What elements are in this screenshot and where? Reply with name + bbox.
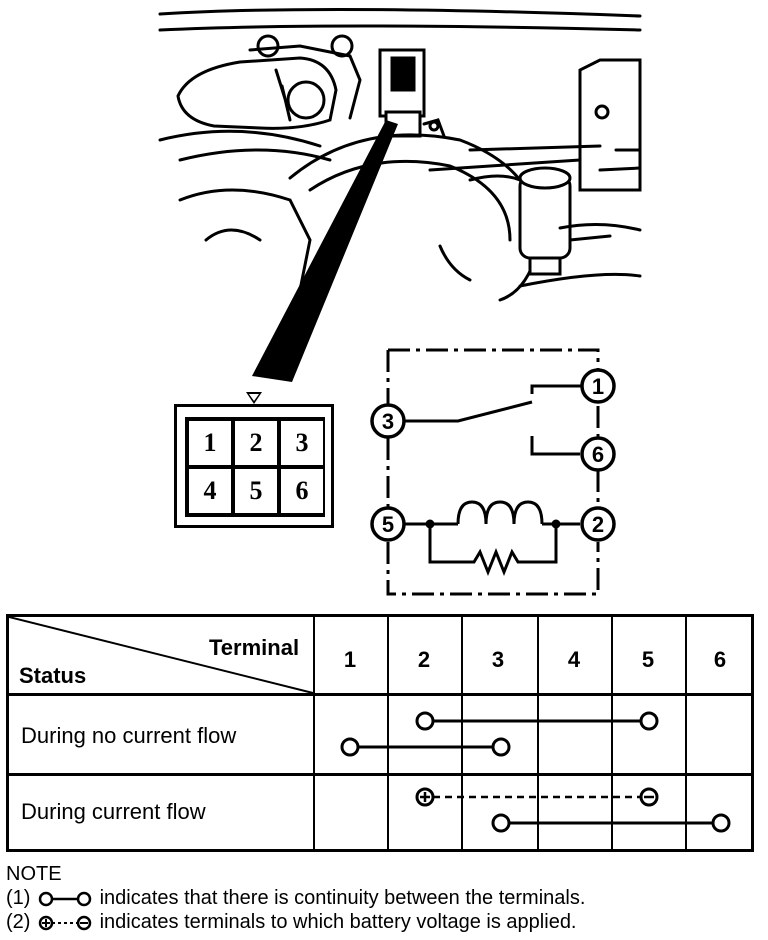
relay-connector: 1 2 3 4 5 6 (174, 404, 334, 528)
table-divider (537, 617, 539, 849)
connector-pin-5: 5 (233, 467, 279, 515)
connector-housing: 1 2 3 4 5 6 (185, 417, 325, 517)
continuity-symbol-icon (38, 891, 92, 906)
table-symbols (9, 617, 731, 833)
table-divider (313, 617, 315, 849)
note-2-text: indicates terminals to which battery vol… (99, 911, 577, 933)
connector-pin-3: 3 (279, 419, 325, 467)
note-2-prefix: (2) (6, 911, 31, 933)
note-line-2: (2) indicates terminals to which battery… (6, 910, 585, 934)
note-line-1: (1) indicates that there is continuity b… (6, 886, 585, 910)
column-header-6: 6 (713, 647, 727, 672)
relay-location-illustration: 1 3 6 5 2 (158, 7, 642, 596)
connector-latch-icon (246, 392, 262, 404)
connector-pin-1: 1 (187, 419, 233, 467)
table-divider (387, 617, 389, 849)
table-divider (611, 617, 613, 849)
circuit-terminal-3: 3 (382, 409, 394, 434)
table-divider (9, 773, 751, 776)
circuit-terminal-5: 5 (382, 512, 394, 537)
table-divider (461, 617, 463, 849)
circuit-terminal-1: 1 (592, 374, 604, 399)
notes-title: NOTE (6, 863, 62, 885)
table-divider (9, 693, 751, 696)
circuit-terminal-2: 2 (592, 512, 604, 537)
note-1-text: indicates that there is continuity betwe… (99, 887, 586, 909)
terminal-header: Terminal (209, 635, 300, 660)
battery-voltage-symbol-icon (38, 915, 92, 930)
connector-pin-2: 2 (233, 419, 279, 467)
column-header-5: 5 (641, 647, 655, 672)
column-header-1: 1 (343, 647, 357, 672)
notes: NOTE (1) indicates that there is continu… (6, 862, 585, 934)
column-header-3: 3 (491, 647, 505, 672)
table-divider (685, 617, 687, 849)
row-label-current: During current flow (21, 799, 206, 824)
column-header-2: 2 (417, 647, 431, 672)
continuity-table: Terminal Status 1 2 3 4 5 6 During no cu… (6, 614, 754, 852)
status-header: Status (19, 663, 87, 688)
column-header-4: 4 (567, 647, 581, 672)
connector-pin-4: 4 (187, 467, 233, 515)
row-label-no-current: During no current flow (21, 723, 237, 748)
connector-pin-6: 6 (279, 467, 325, 515)
note-1-prefix: (1) (6, 887, 31, 909)
circuit-terminal-6: 6 (592, 442, 604, 467)
